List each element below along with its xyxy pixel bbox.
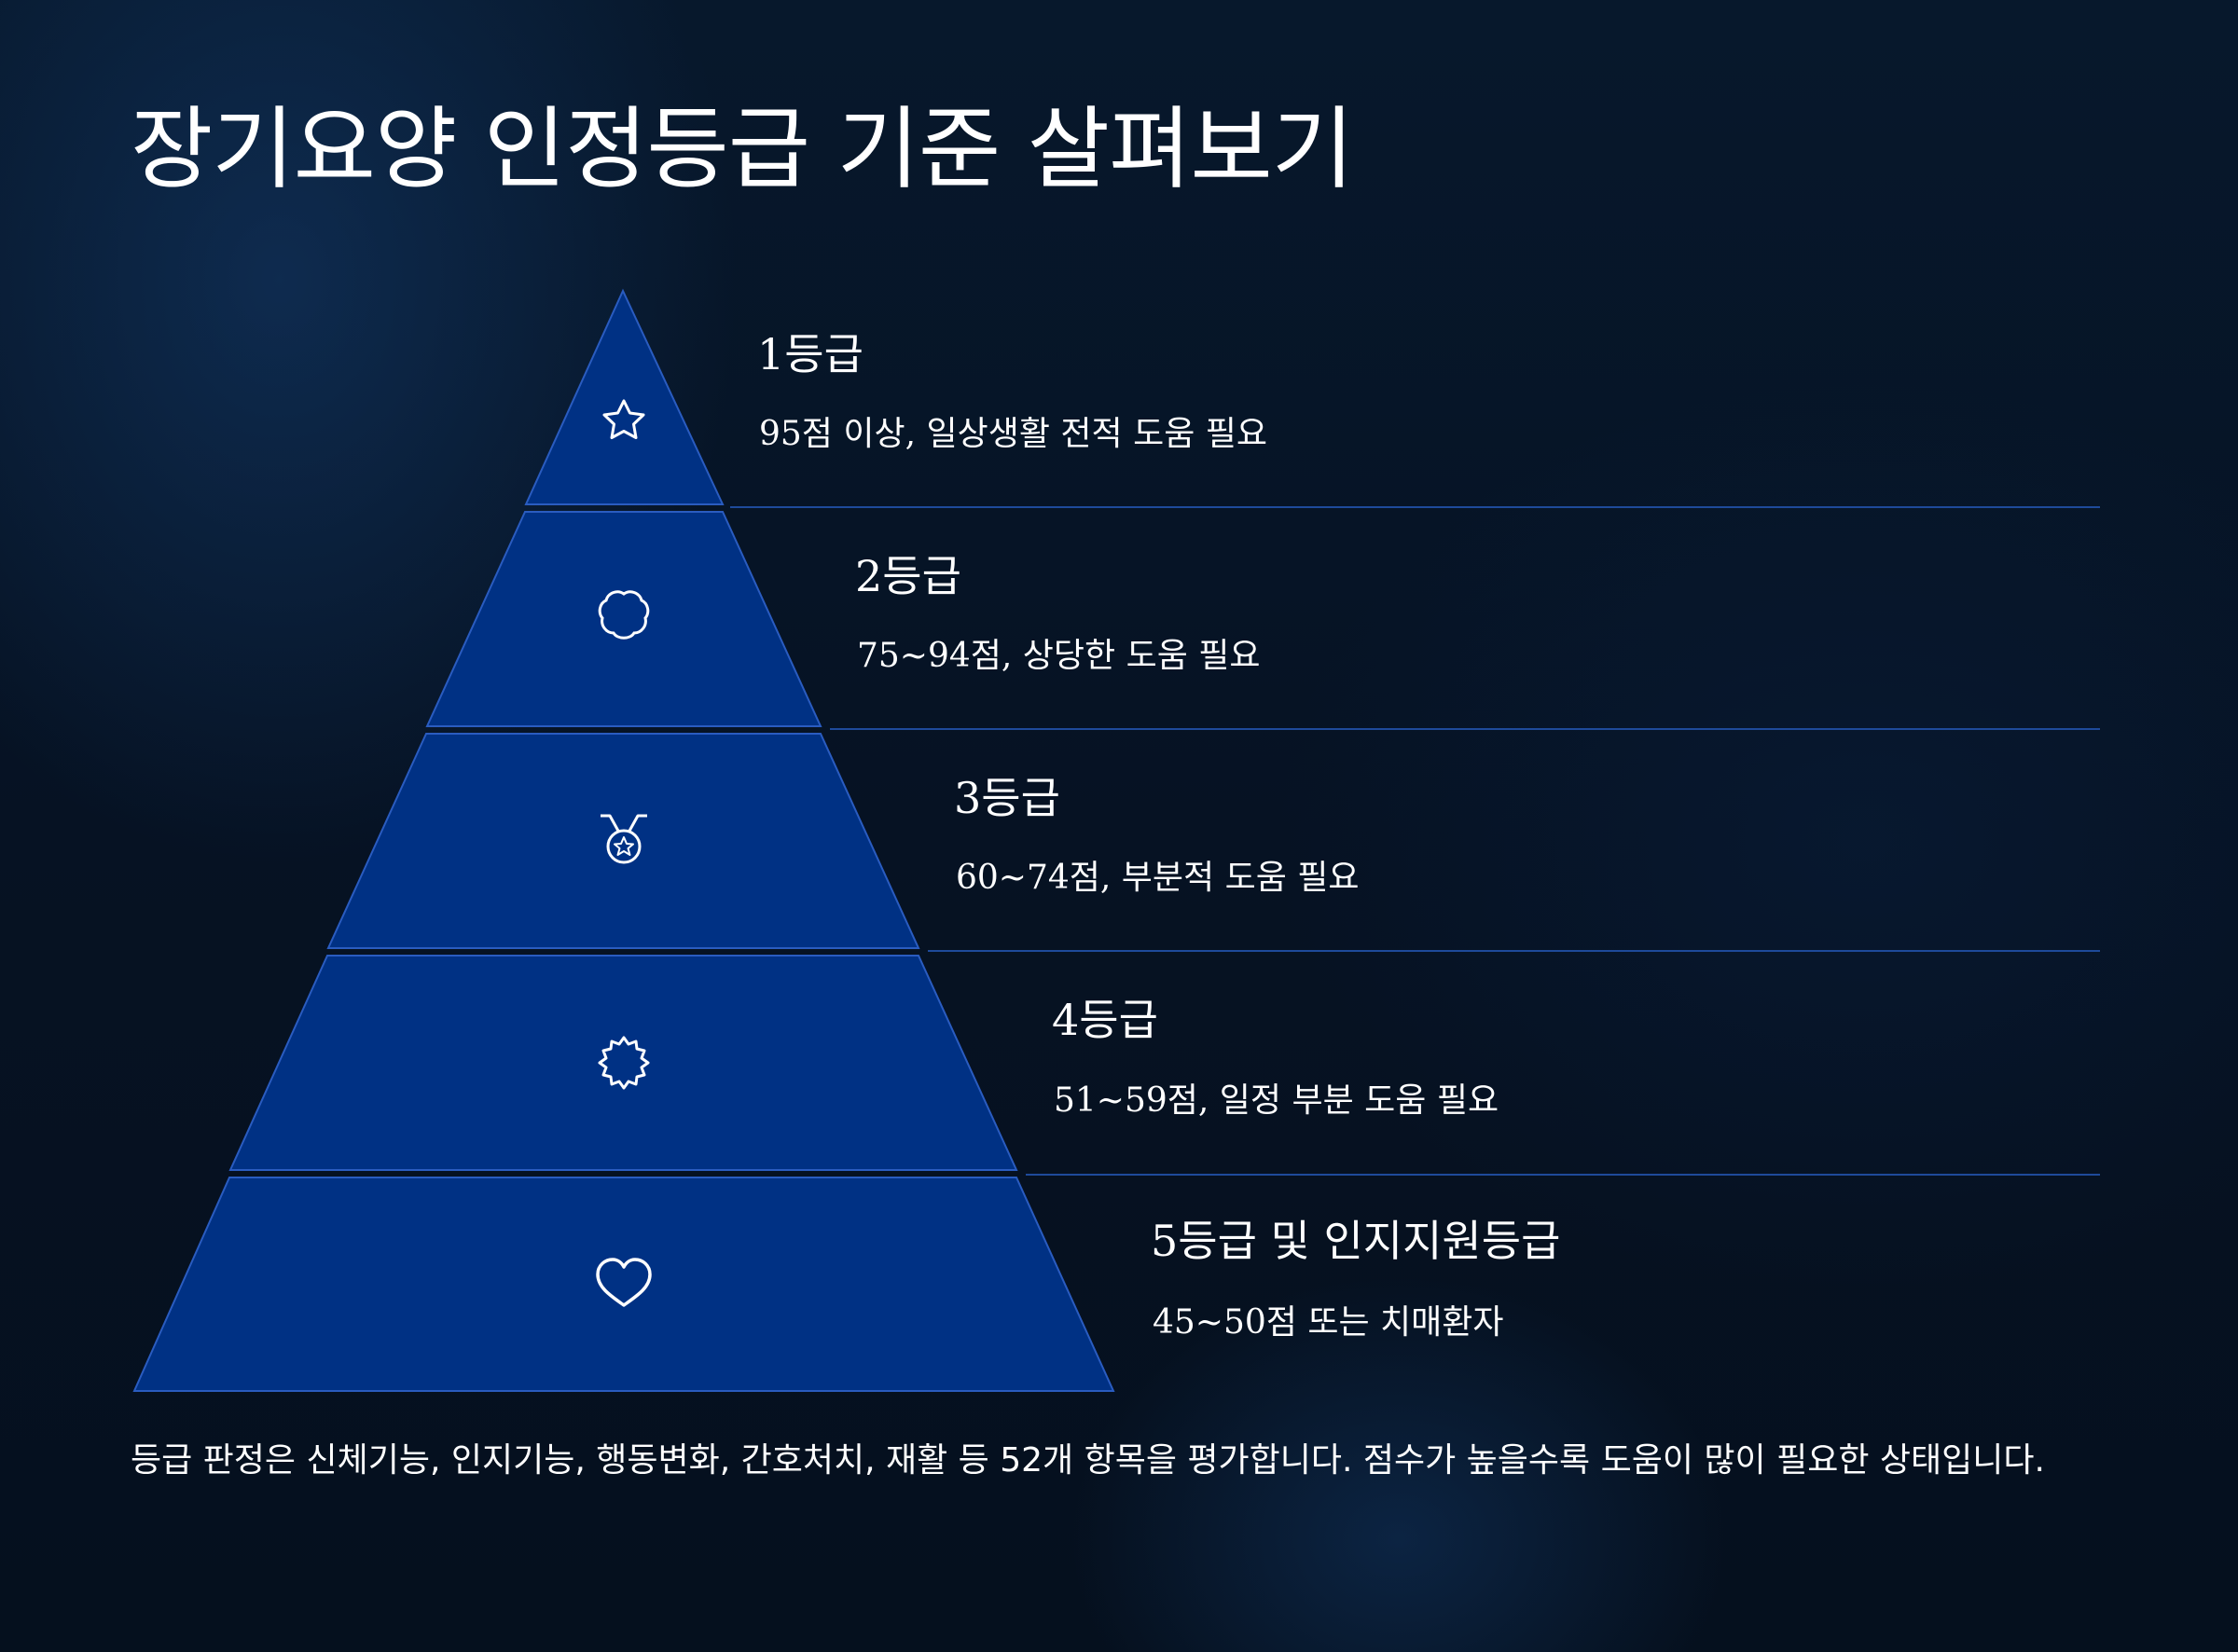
tier-4-description: 51~59점, 일정 부분 도움 필요 <box>1054 1081 1499 1120</box>
tier-3-grade: 3등급 <box>954 773 1060 823</box>
badge-icon <box>598 1036 650 1090</box>
tier-1-grade: 1등급 <box>757 329 863 379</box>
pyramid-tier-5 <box>132 1177 1115 1392</box>
medal-icon <box>601 814 647 864</box>
page-title: 장기요양 인정등급 기준 살펴보기 <box>131 97 1354 201</box>
tier-2-grade: 2등급 <box>855 551 961 601</box>
divider-3 <box>928 950 2100 952</box>
tier-2-description: 75~94점, 상당한 도움 필요 <box>857 637 1261 675</box>
divider-4 <box>1026 1174 2100 1176</box>
tier-5-description: 45~50점 또는 치매환자 <box>1153 1303 1504 1342</box>
tier-4-grade: 4등급 <box>1052 995 1158 1045</box>
pyramid-tier-4 <box>228 955 1018 1171</box>
divider-1 <box>730 506 2100 508</box>
pyramid-tier-1 <box>524 288 725 505</box>
tier-3-description: 60~74점, 부분적 도움 필요 <box>956 859 1360 897</box>
tier-1-description: 95점 이상, 일상생활 전적 도움 필요 <box>759 415 1268 453</box>
tier-5-grade: 5등급 및 인지지원등급 <box>1151 1216 1561 1266</box>
heart-icon <box>596 1258 652 1307</box>
divider-2 <box>830 728 2100 730</box>
pyramid-tier-2 <box>425 511 822 727</box>
star-icon <box>602 399 645 439</box>
flower-icon <box>598 590 650 640</box>
footer-note: 등급 판정은 신체기능, 인지기능, 행동변화, 간호처치, 재활 등 52개 … <box>131 1441 2045 1480</box>
pyramid-tier-3 <box>326 733 920 949</box>
